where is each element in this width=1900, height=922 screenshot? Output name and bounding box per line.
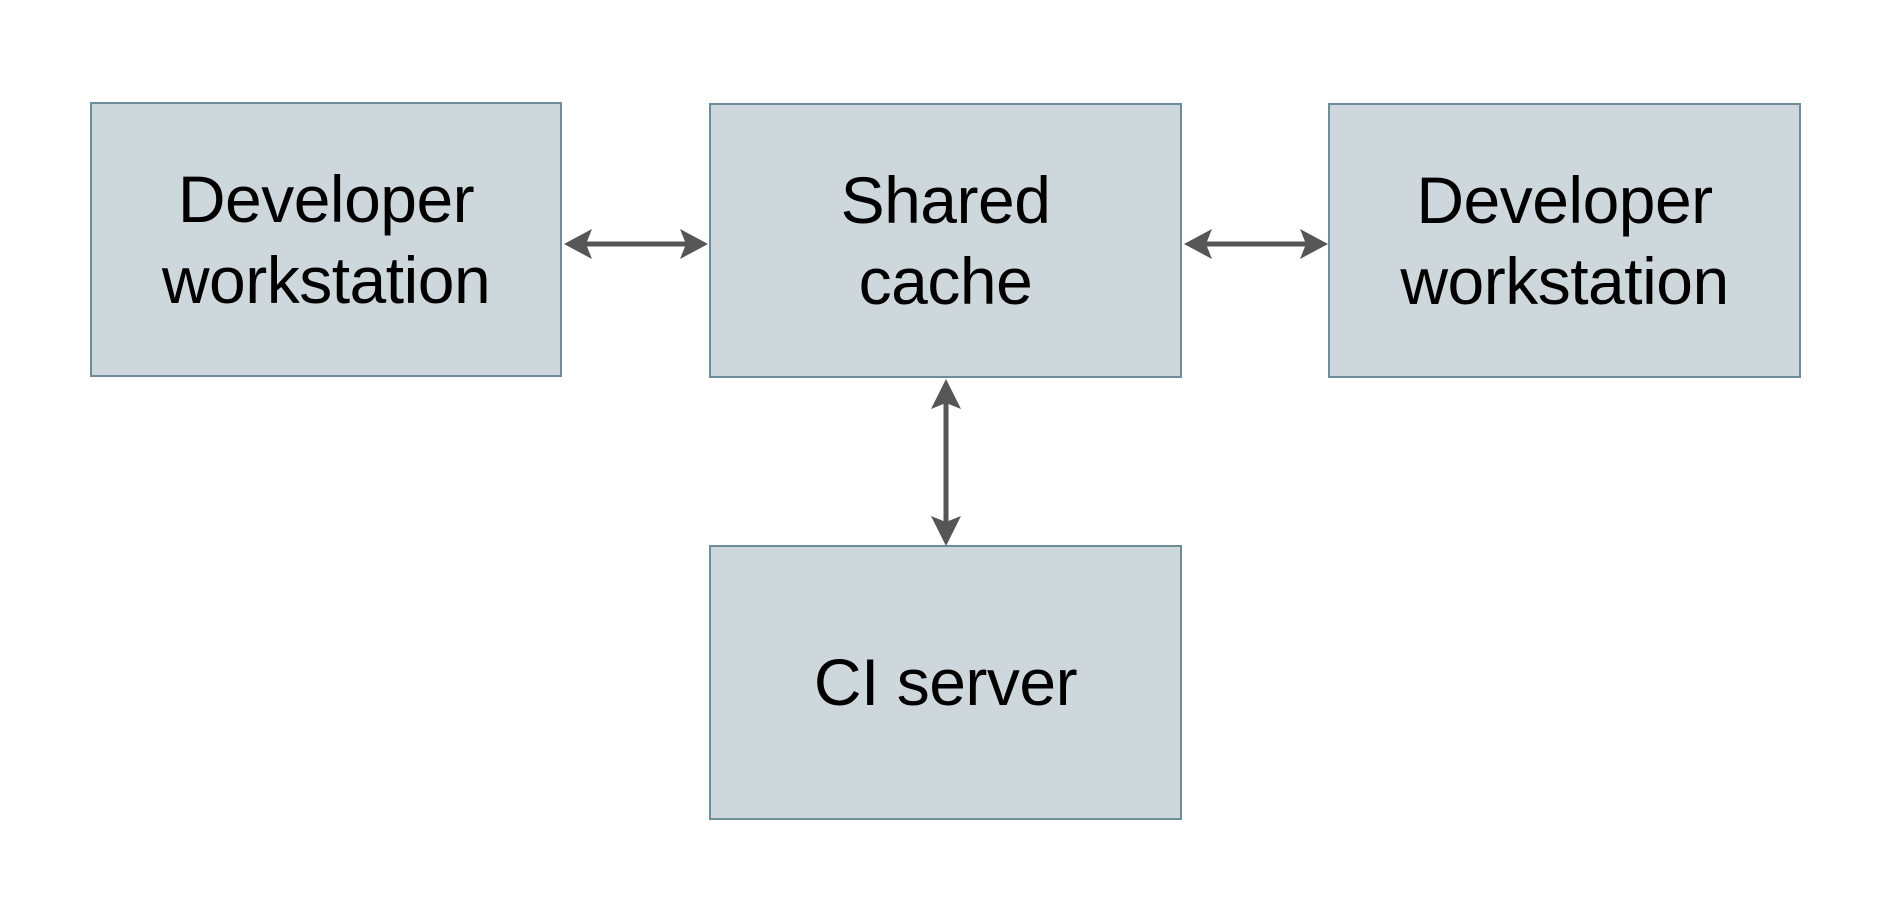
node-label: Developer workstation: [161, 161, 491, 317]
node-shared-cache[interactable]: Shared cache: [709, 103, 1182, 378]
node-label: Shared cache: [840, 162, 1051, 318]
node-ci-server[interactable]: CI server: [709, 545, 1182, 820]
node-label: CI server: [813, 645, 1078, 720]
node-developer-workstation-left[interactable]: Developer workstation: [90, 102, 562, 377]
double-arrow-icon: [564, 229, 708, 259]
double-arrow-icon: [931, 379, 961, 546]
edge-shared-cache-to-developer-workstation-right: [1184, 229, 1328, 259]
edge-developer-workstation-left-to-shared-cache: [564, 229, 708, 259]
node-label: Developer workstation: [1400, 162, 1729, 318]
edge-shared-cache-to-ci-server: [931, 379, 961, 546]
double-arrow-icon: [1184, 229, 1328, 259]
node-developer-workstation-right[interactable]: Developer workstation: [1328, 103, 1801, 378]
